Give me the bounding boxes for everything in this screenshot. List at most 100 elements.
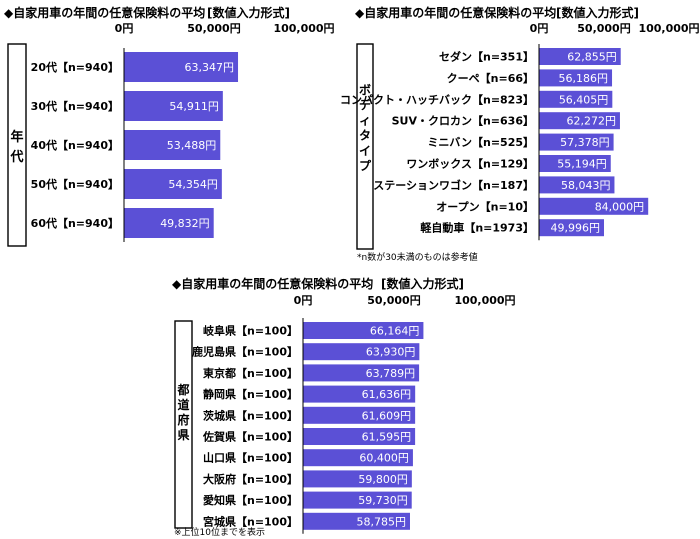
category-label: クーペ【n=66】 (447, 72, 534, 85)
bar-value-label: 54,911円 (169, 100, 219, 113)
bar (539, 133, 614, 151)
bar-value-label: 54,354円 (168, 178, 218, 191)
bar-value-label: 55,194円 (557, 158, 607, 171)
category-label: 佐賀県【n=100】 (202, 430, 298, 444)
bar (539, 69, 613, 87)
bar (124, 169, 222, 199)
side-label-frame (7, 43, 27, 247)
bar-value-label: 56,186円 (559, 72, 609, 85)
input-format-label: [数値入力形式] (556, 5, 639, 20)
bar-value-label: 59,800円 (358, 473, 408, 486)
bar (124, 91, 223, 121)
bar (303, 343, 420, 361)
axis-tick-label: 0円 (115, 22, 134, 35)
bar-value-label: 58,785円 (356, 515, 406, 528)
bar (124, 208, 214, 238)
input-format-label: [数値入力形式] (207, 5, 290, 20)
bar-value-label: 62,855円 (567, 51, 617, 64)
category-label: 東京都【n=100】 (203, 366, 298, 380)
bar (539, 155, 611, 172)
bar-value-label: 57,378円 (560, 136, 610, 149)
bar-value-label: 56,405円 (559, 93, 609, 106)
bar-value-label: 58,043円 (561, 179, 611, 192)
bar-value-label: 59,730円 (358, 494, 408, 507)
bar (539, 48, 621, 65)
note-reference-value: *n数が30未満のものは参考値 (357, 251, 478, 263)
category-label: 愛知県【n=100】 (203, 493, 298, 507)
side-label-char: 都 (176, 382, 189, 397)
bar (539, 176, 615, 194)
category-label: 30代【n=940】 (31, 99, 119, 113)
category-label: 50代【n=940】 (31, 177, 119, 191)
category-label: 大阪府【n=100】 (203, 472, 298, 486)
bar-value-label: 61,609円 (362, 409, 412, 422)
category-label: 軽自動車【n=1973】 (420, 221, 534, 235)
category-label: 静岡県【n=100】 (203, 387, 298, 401)
bar (124, 52, 239, 82)
bar-value-label: 49,832円 (160, 217, 210, 230)
category-label: オープン【n=10】 (436, 199, 534, 213)
side-label-char: 年 (10, 129, 23, 145)
category-label: 20代【n=940】 (31, 60, 119, 74)
axis-tick-label: 50,000円 (367, 294, 420, 307)
input-format-label: [数値入力形式] (381, 276, 464, 291)
bar (303, 428, 416, 445)
axis-tick-label: 100,000円 (638, 22, 699, 35)
bar (303, 385, 416, 403)
bar (303, 491, 412, 509)
category-label: 60代【n=940】 (31, 216, 119, 230)
category-label: 岐阜県【n=100】 (203, 324, 298, 338)
chart-title: ◆自家用車の年間の任意保険料の平均 (355, 5, 556, 20)
bar (539, 112, 620, 130)
side-label-char: ボ (359, 82, 371, 97)
category-label: 40代【n=940】 (31, 138, 119, 152)
bar (539, 90, 613, 108)
bar (303, 449, 413, 467)
category-label: 宮城県【n=100】 (203, 514, 298, 528)
bar (539, 219, 604, 237)
side-label-frame (174, 320, 193, 529)
bar (303, 406, 416, 424)
bar-value-label: 61,595円 (362, 431, 412, 444)
bar-value-label: 49,996円 (550, 222, 600, 235)
bar-value-label: 63,930円 (366, 346, 416, 359)
bar-value-label: 63,789円 (366, 367, 416, 380)
category-label: 山口県【n=100】 (203, 451, 298, 465)
side-label-char: デ (359, 97, 372, 112)
bar-value-label: 66,164円 (370, 325, 420, 338)
category-label: SUV・クロカン【n=636】 (392, 115, 534, 128)
side-label-char: 県 (177, 428, 189, 442)
bar-value-label: 60,400円 (359, 452, 409, 465)
axis-tick-label: 100,000円 (273, 22, 334, 35)
side-label-char: 道 (177, 397, 189, 412)
bar-value-label: 84,000円 (595, 200, 645, 213)
side-label-char: タ (359, 129, 371, 143)
side-label-frame (356, 43, 374, 250)
axis-tick-label: 0円 (294, 294, 313, 307)
side-label-char: ィ (359, 113, 371, 127)
category-label: 茨城県【n=100】 (203, 408, 298, 422)
category-label: ミニバン【n=525】 (427, 136, 534, 149)
category-label: コンパクト・ハッチバック【n=823】 (340, 93, 534, 106)
category-label: セダン【n=351】 (439, 50, 534, 64)
category-label: 鹿児島県【n=100】 (192, 345, 298, 359)
category-label: ステーションワゴン【n=187】 (373, 178, 534, 192)
bar-value-label: 62,272円 (566, 115, 616, 128)
bar (539, 197, 649, 215)
bar (303, 322, 424, 339)
bar (303, 470, 412, 488)
bar (303, 364, 420, 382)
side-label-char: プ (359, 158, 372, 173)
side-label-char: イ (359, 144, 371, 158)
bar (303, 512, 410, 530)
chart-title: ◆自家用車の年間の任意保険料の平均 (4, 5, 205, 20)
side-label-char: 代 (9, 149, 23, 165)
note-top10: ※上位10位までを表示 (174, 526, 265, 538)
side-label-char: 府 (177, 412, 189, 427)
bar (124, 130, 221, 160)
bar-value-label: 61,636円 (362, 388, 412, 401)
chart-title: ◆自家用車の年間の任意保険料の平均 (172, 276, 373, 291)
axis-tick-label: 100,000円 (454, 294, 515, 307)
bar-value-label: 63,347円 (185, 61, 235, 74)
